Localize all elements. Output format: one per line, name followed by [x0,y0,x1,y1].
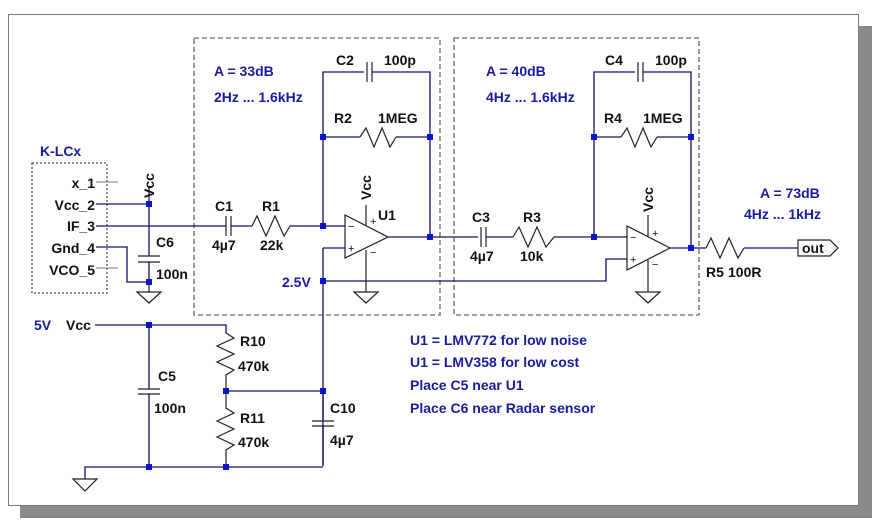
r2-resistor [359,126,397,149]
r4-ref: R4 [604,110,622,126]
c1-value: 4µ7 [212,237,236,253]
plus-sign: + [630,254,636,266]
node [146,464,152,470]
node [320,278,326,284]
minus-sign: − [652,259,658,271]
node [427,234,433,240]
r11-value: 470k [238,434,269,450]
r5-resistor [705,236,745,260]
stage2-box [453,37,700,316]
r3-ref: R3 [523,209,541,225]
schematic-sheet [8,14,859,506]
minus-sign: − [348,221,354,233]
pin-vco5: VCO_5 [49,262,95,278]
opamp-u1 [344,214,390,259]
r2-value: 1MEG [378,110,418,126]
pin-if3: IF_3 [67,218,95,234]
c4-value: 100p [655,52,687,68]
u1-vcc-label: Vcc [358,175,374,200]
note-4: Place C6 near Radar sensor [410,400,596,416]
ground-icon [352,250,380,304]
u1-ref: U1 [378,207,396,223]
node [688,134,694,140]
ground-icon [135,285,163,304]
out-port-label: out [802,240,824,256]
note-3: Place C5 near U1 [410,377,524,393]
node [320,134,326,140]
r11-resistor [215,391,236,466]
r11-ref: R11 [240,410,265,426]
vref-label: 2.5V [282,274,311,290]
r2-ref: R2 [334,110,352,126]
wire-fb2-right [643,71,692,248]
ground-icon [634,260,662,304]
sensor-box [31,162,108,294]
plus-sign: + [652,228,658,240]
plus-sign: + [370,216,376,228]
wire-fb1 [322,71,364,226]
node [223,464,229,470]
supply-voltage: 5V [34,317,52,333]
c5-ref: C5 [158,368,176,384]
r5-ref: R5 [706,264,724,280]
r10-value: 470k [238,358,269,374]
stage1-band: 2Hz ... 1.6kHz [214,89,303,105]
node [688,245,694,251]
c6-ref: C6 [156,234,174,250]
pin-gnd4: Gnd_4 [51,240,95,256]
r1-ref: R1 [262,198,280,214]
sensor-name: K-LCx [40,143,81,159]
pin-x1: x_1 [72,175,96,191]
r4-resistor [620,126,658,149]
stage2-gain: A = 40dB [486,63,546,79]
c2-ref: C2 [336,52,354,68]
wire-vref-bus [323,258,627,282]
wire-vcc2 [96,203,150,256]
c5-value: 100n [154,400,186,416]
node [146,201,152,207]
pin-vcc2: Vcc_2 [55,197,96,213]
stage1-box [193,37,441,316]
note-1: U1 = LMV772 for low noise [410,332,587,348]
ground-icon [71,478,99,492]
c4-ref: C4 [605,52,623,68]
output-band: 4Hz ... 1kHz [744,206,821,222]
u2-vcc-label: Vcc [640,187,656,212]
wire-fb2 [593,71,635,237]
r10-resistor [215,332,236,391]
r10-ref: R10 [240,333,266,349]
c2-value: 100p [384,52,416,68]
minus-sign: − [370,247,376,259]
out-port[interactable] [797,239,839,257]
stage2-band: 4Hz ... 1.6kHz [486,89,575,105]
minus-sign: − [630,232,636,244]
output-gain: A = 73dB [760,185,820,201]
note-2: U1 = LMV358 for low cost [410,354,580,370]
c6-value: 100n [156,266,188,282]
r3-resistor [512,225,555,249]
wire-vcc-rail [95,324,227,333]
node [591,134,597,140]
supply-net: Vcc [66,317,91,333]
r3-value: 10k [520,248,544,264]
c3-ref: C3 [472,209,490,225]
c1-ref: C1 [215,198,233,214]
r1-resistor [251,214,291,238]
c10-ref: C10 [330,400,356,416]
wire-gnd-rail [84,466,323,479]
r1-value: 22k [260,237,284,253]
vcc-label-c6: Vcc [141,173,157,198]
r5-value: 100R [728,264,761,280]
r4-value: 1MEG [643,110,683,126]
wire-gnd4 [96,246,149,283]
node [427,134,433,140]
stage1-gain: A = 33dB [214,63,274,79]
c3-value: 4µ7 [470,248,494,264]
node [146,279,152,285]
plus-sign: + [348,243,354,255]
c10-value: 4µ7 [330,432,354,448]
wire-fb1-right [372,71,431,237]
